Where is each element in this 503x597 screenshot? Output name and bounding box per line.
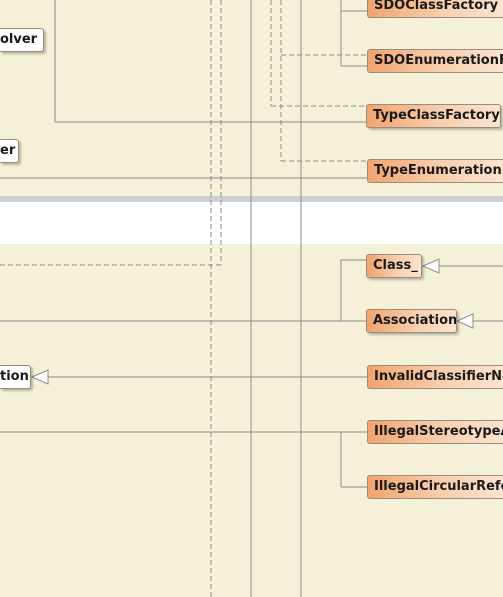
class-node-tion[interactable]: tion: [0, 365, 31, 389]
class-node-sdo-enumeration-factory[interactable]: SDOEnumerationFa: [367, 49, 503, 73]
class-node-sdo-class-factory[interactable]: SDOClassFactory: [367, 0, 503, 18]
class-node-resolver[interactable]: olver: [0, 28, 44, 52]
class-node-association[interactable]: Association: [366, 309, 457, 333]
class-node-er[interactable]: er: [0, 139, 19, 163]
class-node-class[interactable]: Class_: [366, 254, 422, 278]
class-node-type-enumeration-factory[interactable]: TypeEnumerationF: [367, 159, 503, 183]
inheritance-arrowhead: [421, 258, 440, 274]
inheritance-arrowhead: [30, 369, 49, 385]
inheritance-arrowhead: [455, 313, 474, 329]
class-node-illegal-circular-reference[interactable]: IllegalCircularRefe: [367, 475, 503, 499]
class-node-illegal-stereotype[interactable]: IllegalStereotypeA: [367, 420, 503, 444]
class-node-type-class-factory[interactable]: TypeClassFactory: [366, 104, 501, 128]
class-node-invalid-classifier-name[interactable]: InvalidClassifierNa: [367, 365, 503, 389]
